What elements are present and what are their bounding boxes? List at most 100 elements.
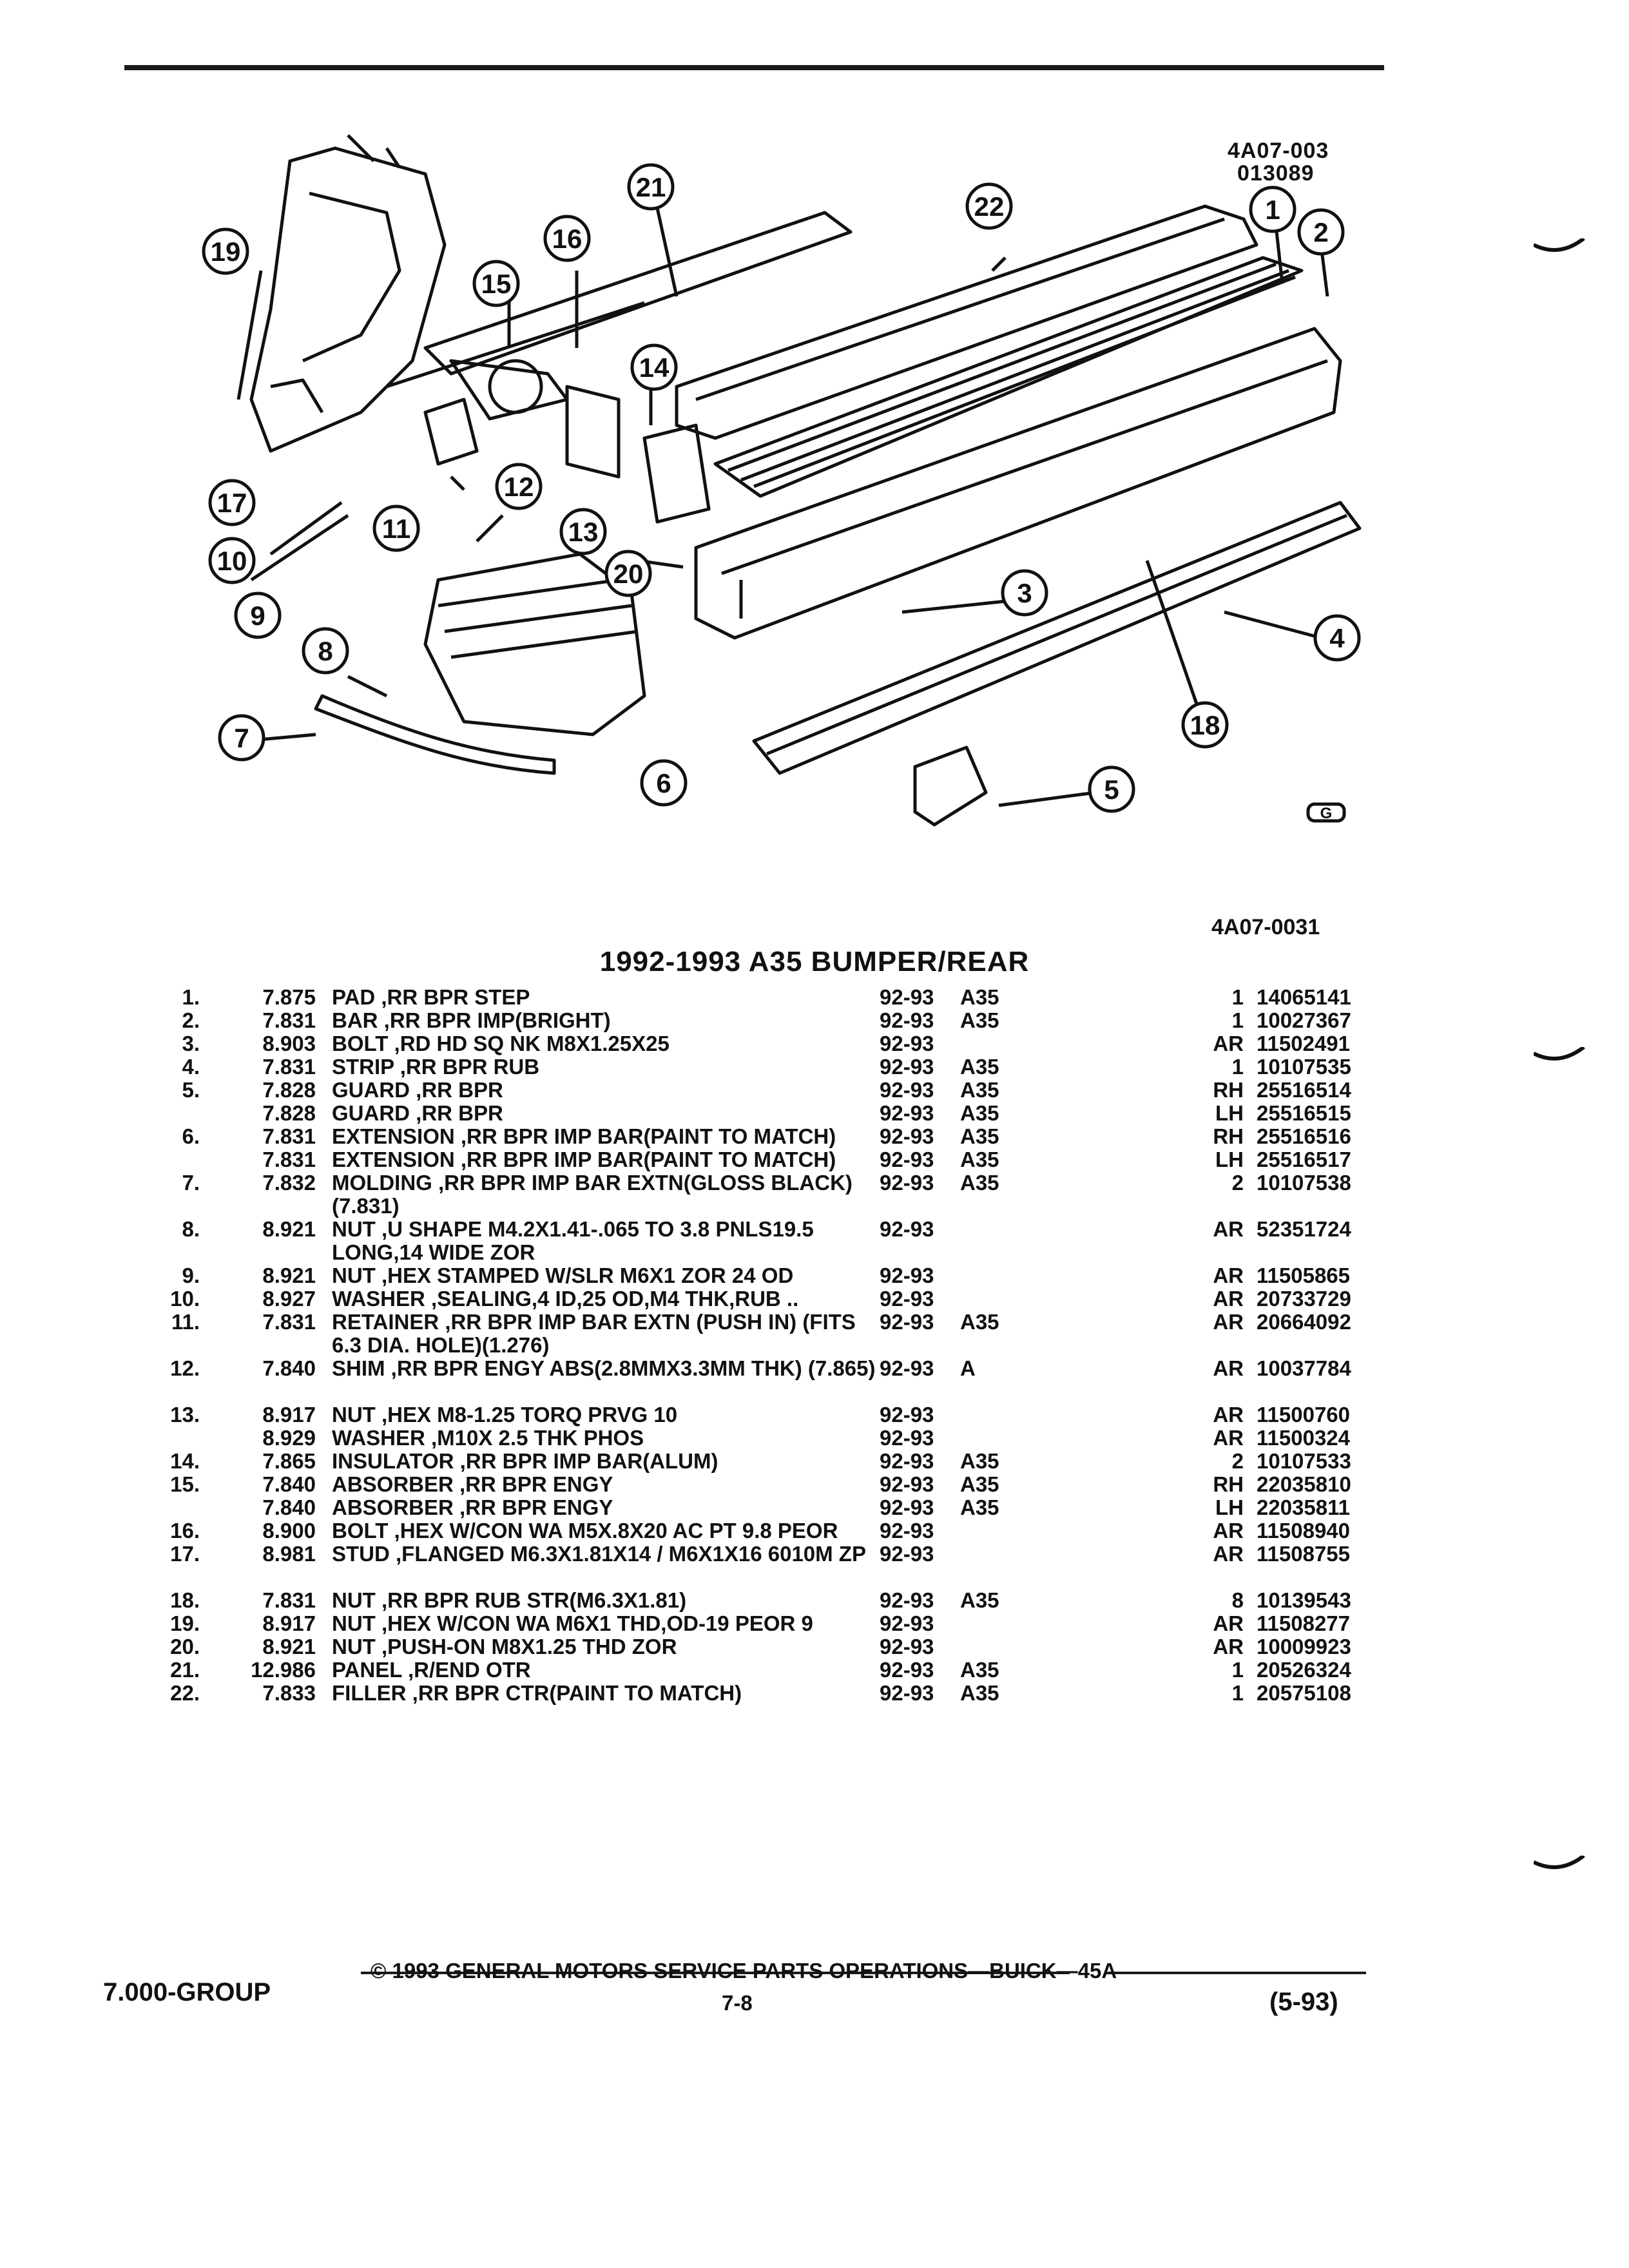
group-number: 8.927 (262, 1287, 316, 1311)
part-number: 20733729 (1257, 1287, 1351, 1311)
item-number: 22. (170, 1681, 200, 1705)
item-number: 2. (182, 1008, 200, 1032)
group-number: 8.921 (262, 1217, 316, 1241)
series-code: A35 (960, 1472, 999, 1496)
part-number: 11500760 (1257, 1403, 1351, 1427)
svg-text:19: 19 (211, 236, 241, 267)
part-number: 25516517 (1257, 1148, 1351, 1171)
svg-text:15: 15 (481, 269, 512, 299)
series-code: A35 (960, 1124, 999, 1148)
svg-text:7: 7 (234, 723, 249, 753)
part-number: 25516516 (1257, 1124, 1351, 1148)
group-number: 7.831 (262, 1008, 316, 1032)
part-number: 11508277 (1257, 1611, 1351, 1635)
svg-text:17: 17 (217, 488, 247, 518)
callout-11: 11 (372, 505, 420, 552)
quantity: 2 (1231, 1171, 1244, 1195)
svg-text:8: 8 (318, 636, 333, 666)
series-code: A35 (960, 1078, 999, 1102)
model-years: 92-93 (880, 1101, 934, 1125)
svg-text:11: 11 (382, 514, 410, 544)
model-years: 92-93 (880, 1403, 934, 1427)
group-number: 8.921 (262, 1635, 316, 1658)
part-number: 11508755 (1257, 1542, 1351, 1566)
part-number: 25516514 (1257, 1078, 1351, 1102)
item-number: 16. (170, 1519, 200, 1542)
svg-text:1: 1 (1265, 195, 1280, 225)
model-years: 92-93 (880, 1356, 934, 1380)
svg-text:10: 10 (217, 546, 247, 576)
model-years: 92-93 (880, 1635, 934, 1658)
quantity: AR (1213, 1032, 1244, 1055)
callout-15: 15 (472, 260, 520, 307)
group-number: 8.903 (262, 1032, 316, 1055)
model-years: 92-93 (880, 1055, 934, 1079)
item-number: 10. (170, 1287, 200, 1311)
diagram-date: 013089 (1237, 161, 1315, 186)
callout-13: 13 (559, 508, 607, 555)
item-number: 13. (170, 1403, 200, 1427)
item-number: 9. (182, 1264, 200, 1287)
part-number: 10107535 (1257, 1055, 1351, 1079)
item-number: 17. (170, 1542, 200, 1566)
series-code: A35 (960, 1588, 999, 1612)
part-description: NUT ,PUSH-ON M8X1.25 THD ZOR (332, 1635, 677, 1658)
part-description: GUARD ,RR BPR (332, 1101, 503, 1125)
model-years: 92-93 (880, 1519, 934, 1542)
group-number: 7.828 (262, 1101, 316, 1125)
item-number: 21. (170, 1658, 200, 1682)
part-description: NUT ,U SHAPE M4.2X1.41-.065 TO 3.8 PNLS1… (332, 1217, 814, 1264)
part-number: 11505865 (1257, 1264, 1351, 1287)
part-number: 20526324 (1257, 1658, 1351, 1682)
model-years: 92-93 (880, 1217, 934, 1241)
footer-group: 7.000-GROUP (103, 1978, 271, 2006)
binder-mark (1534, 238, 1585, 252)
part-description: GUARD ,RR BPR (332, 1078, 503, 1102)
group-number: 8.929 (262, 1426, 316, 1450)
gm-logo-icon: G (1306, 802, 1346, 823)
group-number: 12.986 (251, 1658, 316, 1682)
group-number: 8.917 (262, 1403, 316, 1427)
part-number: 20664092 (1257, 1310, 1351, 1334)
item-number: 3. (182, 1032, 200, 1055)
quantity: RH (1213, 1124, 1244, 1148)
series-code: A35 (960, 985, 999, 1009)
part-description: NUT ,HEX W/CON WA M6X1 THD,OD-19 PEOR 9 (332, 1611, 813, 1635)
part-description: ABSORBER ,RR BPR ENGY (332, 1495, 613, 1519)
callout-18: 18 (1181, 701, 1229, 749)
group-number: 7.875 (262, 985, 316, 1009)
series-code: A35 (960, 1101, 999, 1125)
diagram-id: 4A07-003 (1228, 139, 1329, 163)
part-description: PAD ,RR BPR STEP (332, 985, 530, 1009)
part-description: STRIP ,RR BPR RUB (332, 1055, 540, 1079)
svg-text:20: 20 (613, 559, 644, 589)
svg-text:16: 16 (552, 224, 583, 254)
exploded-parts-diagram: 1 2 3 4 5 6 7 8 9 10 11 12 13 14 15 16 1… (202, 134, 1362, 827)
model-years: 92-93 (880, 1658, 934, 1682)
quantity: AR (1213, 1310, 1244, 1334)
series-code: A35 (960, 1310, 999, 1334)
part-description: EXTENSION ,RR BPR IMP BAR(PAINT TO MATCH… (332, 1124, 836, 1148)
part-number: 22035811 (1257, 1495, 1351, 1519)
part-description: NUT ,HEX M8-1.25 TORQ PRVG 10 (332, 1403, 678, 1427)
callout-7: 7 (218, 714, 265, 762)
quantity: AR (1213, 1635, 1244, 1658)
svg-text:5: 5 (1104, 774, 1119, 805)
series-code: A35 (960, 1171, 999, 1195)
svg-text:12: 12 (504, 472, 534, 502)
group-number: 7.840 (262, 1356, 316, 1380)
quantity: LH (1215, 1101, 1244, 1125)
part-description: INSULATOR ,RR BPR IMP BAR(ALUM) (332, 1449, 718, 1473)
quantity: AR (1213, 1426, 1244, 1450)
part-description: FILLER ,RR BPR CTR(PAINT TO MATCH) (332, 1681, 742, 1705)
callout-9: 9 (234, 591, 282, 639)
svg-text:2: 2 (1313, 217, 1328, 247)
quantity: RH (1213, 1078, 1244, 1102)
group-number: 7.865 (262, 1449, 316, 1473)
item-number: 18. (170, 1588, 200, 1612)
part-number: 10107538 (1257, 1171, 1351, 1195)
svg-text:9: 9 (250, 601, 265, 631)
callout-6: 6 (640, 759, 688, 807)
quantity: AR (1213, 1287, 1244, 1311)
group-number: 7.831 (262, 1055, 316, 1079)
